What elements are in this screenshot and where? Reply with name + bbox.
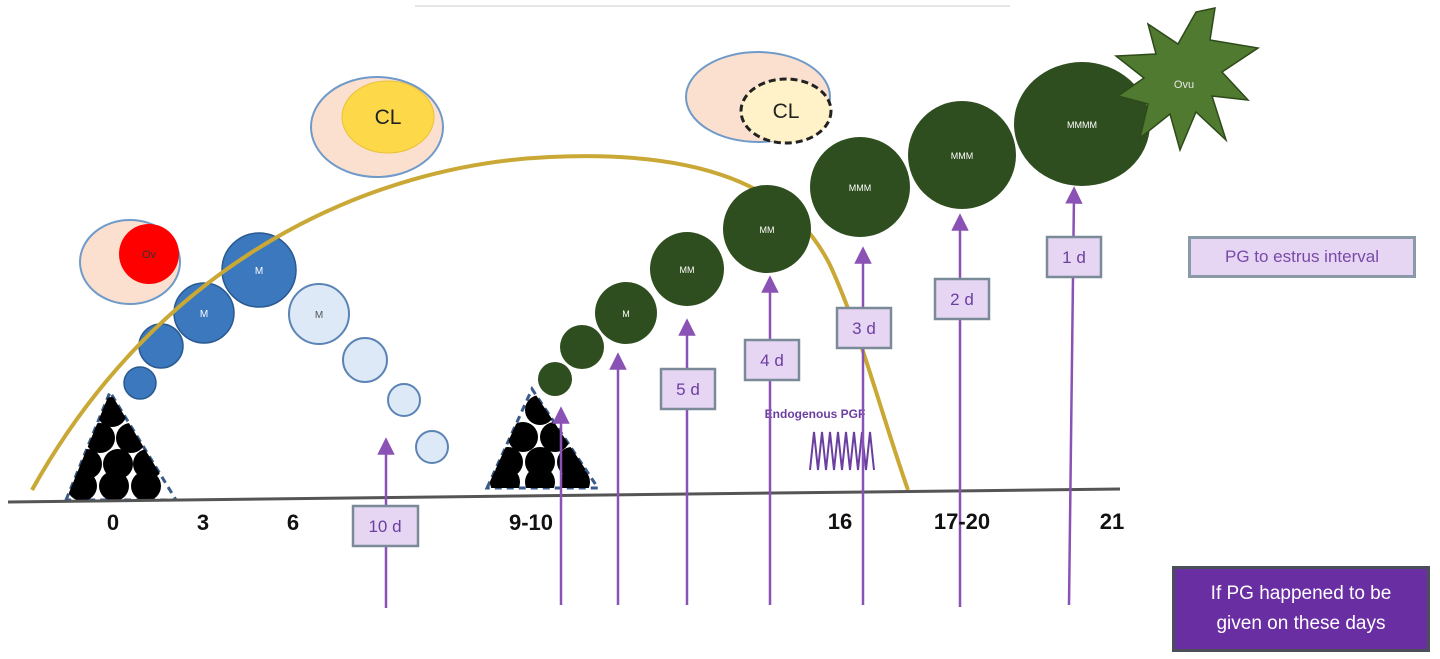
ovulatory-follicle-label: Ov xyxy=(142,249,157,261)
wave2-follicle-5 xyxy=(723,185,811,273)
atretic-follicle-1-label: M xyxy=(315,310,323,321)
interval-label-5d: 5 d xyxy=(676,380,700,399)
interval-box-2d: 2 d xyxy=(933,277,991,321)
pg-days-note: If PG happened to be given on these days xyxy=(1172,566,1430,652)
follicle-pool-second xyxy=(484,385,601,490)
interval-box-10d: 10 d xyxy=(351,504,420,548)
wave1-follicle-2 xyxy=(138,323,184,369)
ovary-ovulatory: Ov xyxy=(79,219,181,305)
day-label-9-10: 9-10 xyxy=(509,510,553,535)
wave2-follicle-4 xyxy=(650,232,724,306)
timeline-axis xyxy=(7,487,1121,504)
endogenous-pgf-label: Endogenous PGF xyxy=(765,407,866,421)
day-label-21: 21 xyxy=(1100,509,1124,534)
day-label-0: 0 xyxy=(107,510,119,535)
atretic-follicle-1 xyxy=(288,283,350,345)
preovulatory-follicle-label: MMMM xyxy=(1067,120,1097,130)
note-text: If PG happened to be given on these days xyxy=(1210,583,1392,634)
wave2-follicle-2 xyxy=(560,325,604,369)
interval-label-2d: 2 d xyxy=(950,290,974,309)
dominant-follicle xyxy=(221,232,297,308)
interval-label-1d: 1 d xyxy=(1062,248,1086,267)
interval-label-4d: 4 d xyxy=(760,351,784,370)
interval-box-3d: 3 d xyxy=(835,306,893,350)
interval-box-1d: 1 d xyxy=(1045,235,1103,279)
cl-label-active: CL xyxy=(375,106,402,129)
interval-box-5d: 5 d xyxy=(659,367,717,411)
wave1-follicle-1 xyxy=(123,366,157,400)
atretic-follicle-2 xyxy=(342,337,388,383)
interval-box-4d: 4 d xyxy=(743,338,801,382)
wave2-follicle-7 xyxy=(908,101,1016,209)
dominant-follicle-label: M xyxy=(255,266,263,277)
cl-label-regressing: CL xyxy=(773,100,800,123)
day-label-17-20: 17-20 xyxy=(934,509,990,534)
pg-estrus-interval-legend: PG to estrus interval xyxy=(1188,236,1416,278)
wave2-follicle-3 xyxy=(595,282,657,344)
wave1-follicle-3-label: M xyxy=(200,309,208,320)
day-label-6: 6 xyxy=(287,510,299,535)
wave2-follicle-5-label: MM xyxy=(760,225,775,235)
ovulation-label: Ovu xyxy=(1174,79,1194,91)
wave2-follicle-1 xyxy=(538,362,572,396)
wave2-follicle-4-label: MM xyxy=(680,265,695,275)
wave2-follicle-3-label: M xyxy=(622,309,630,319)
ovary-cl-regressing: CL xyxy=(685,51,833,145)
wave2-follicle-6 xyxy=(810,137,910,237)
preovulatory-follicle xyxy=(1014,62,1150,186)
wave2-follicle-7-label: MMM xyxy=(951,151,974,161)
endogenous-pgf-wave xyxy=(809,431,875,471)
ovulation-burst xyxy=(1113,7,1260,153)
interval-label-3d: 3 d xyxy=(852,319,876,338)
day-label-16: 16 xyxy=(828,509,852,534)
interval-label-10d: 10 d xyxy=(368,517,401,536)
legend-text: PG to estrus interval xyxy=(1224,247,1379,266)
day-label-3: 3 xyxy=(197,510,209,535)
ovary-cl-active: CL xyxy=(310,76,444,178)
wave2-follicle-6-label: MMM xyxy=(849,183,872,193)
atretic-follicle-3 xyxy=(387,383,421,417)
atretic-follicle-4 xyxy=(415,430,449,464)
